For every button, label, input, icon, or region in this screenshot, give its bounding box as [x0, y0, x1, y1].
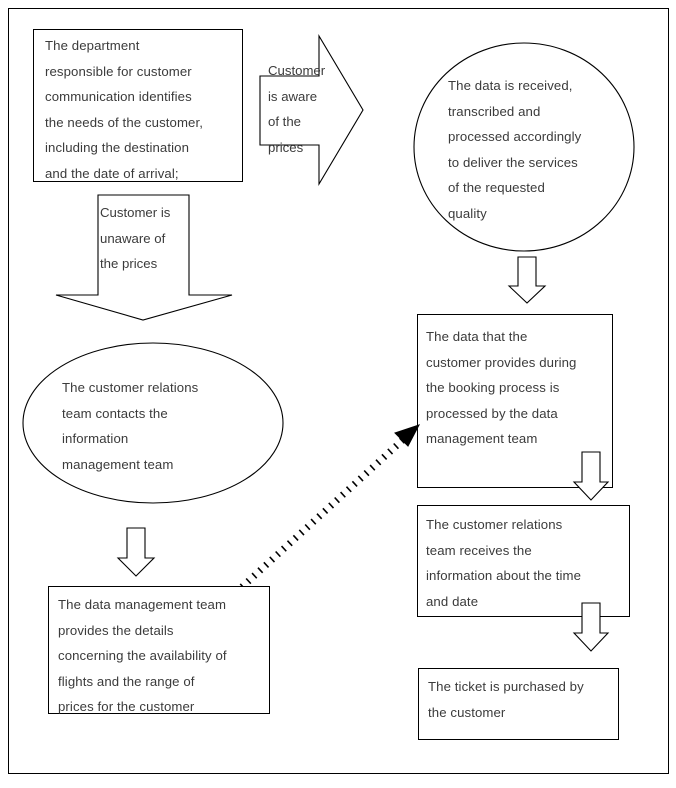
node-data-management-details-box-label: The data management team provides the de… [58, 597, 227, 714]
node-department-box-label: The department responsible for customer … [45, 38, 204, 181]
arrow-customer-is-aware[interactable] [259, 33, 364, 187]
arrow-booking-to-receives[interactable] [572, 451, 610, 501]
arrow-circle-to-booking[interactable] [507, 256, 547, 304]
arrow-receives-to-ticket[interactable] [572, 602, 610, 652]
node-data-received-circle-label: The data is received, transcribed and pr… [448, 78, 582, 221]
arrow-ellipse-to-details[interactable] [116, 527, 156, 577]
node-customer-relations-ellipse[interactable] [22, 342, 284, 504]
node-booking-process-box-label: The data that the customer provides duri… [426, 329, 577, 446]
node-data-management-details-box[interactable] [48, 586, 270, 714]
arrow-customer-is-unaware[interactable] [55, 194, 233, 321]
node-data-received-circle[interactable] [413, 42, 635, 252]
arrow-details-to-booking-dotted[interactable] [230, 415, 425, 595]
node-customer-relations-receives-box-label: The customer relations team receives the… [426, 517, 582, 609]
arrow-customer-is-unaware-label: Customer is unaware of the prices [100, 205, 171, 271]
node-booking-process-box[interactable] [417, 314, 613, 488]
node-department-box[interactable] [33, 29, 243, 182]
page-border [8, 8, 669, 774]
arrow-customer-is-aware-label: Customer is aware of the prices [268, 63, 326, 155]
node-ticket-purchased-box[interactable] [418, 668, 619, 740]
node-customer-relations-receives-box[interactable] [417, 505, 630, 617]
node-ticket-purchased-box-label: The ticket is purchased by the customer [428, 679, 584, 720]
node-customer-relations-ellipse-label: The customer relations team contacts the… [62, 380, 199, 472]
